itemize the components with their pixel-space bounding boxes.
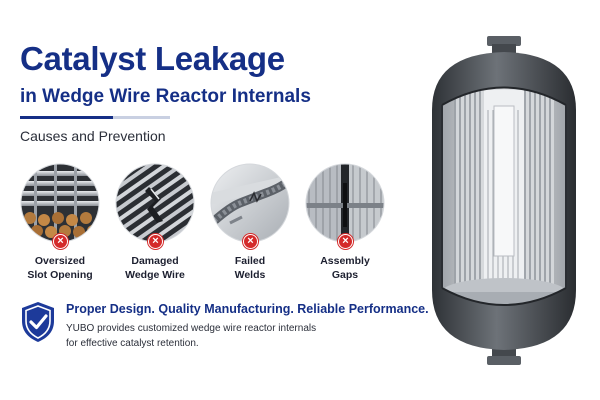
cause-label: Damaged Wedge Wire [125, 255, 185, 281]
shield-check-icon [22, 302, 54, 342]
tagline: Proper Design. Quality Manufacturing. Re… [66, 302, 429, 316]
page-subtitle: in Wedge Wire Reactor Internals [20, 86, 311, 107]
cause-oversized-slot: × Oversized Slot Opening [15, 163, 105, 282]
cause-label: Failed Welds [234, 255, 266, 281]
cause-assembly-gaps: × Assembly Gaps [300, 163, 390, 282]
company-description: YUBO provides customized wedge wire reac… [66, 323, 317, 349]
damaged-wire-image [115, 163, 195, 243]
reactor-vessel-image [432, 36, 576, 365]
cause-label: Oversized Slot Opening [27, 255, 93, 281]
cause-damaged-wire: × Damaged Wedge Wire [110, 163, 200, 282]
warning-x-icon: × [53, 234, 68, 249]
warning-x-icon: × [148, 234, 163, 249]
oversized-slot-image [20, 163, 100, 243]
cause-failed-welds: × Failed Welds [205, 163, 295, 282]
failed-weld-image [210, 163, 290, 243]
title-divider [20, 116, 170, 119]
page-title: Catalyst Leakage [20, 40, 285, 77]
warning-x-icon: × [338, 234, 353, 249]
cause-label: Assembly Gaps [320, 255, 370, 281]
section-heading: Causes and Prevention [20, 128, 166, 144]
warning-x-icon: × [243, 234, 258, 249]
assembly-gap-image [305, 163, 385, 243]
